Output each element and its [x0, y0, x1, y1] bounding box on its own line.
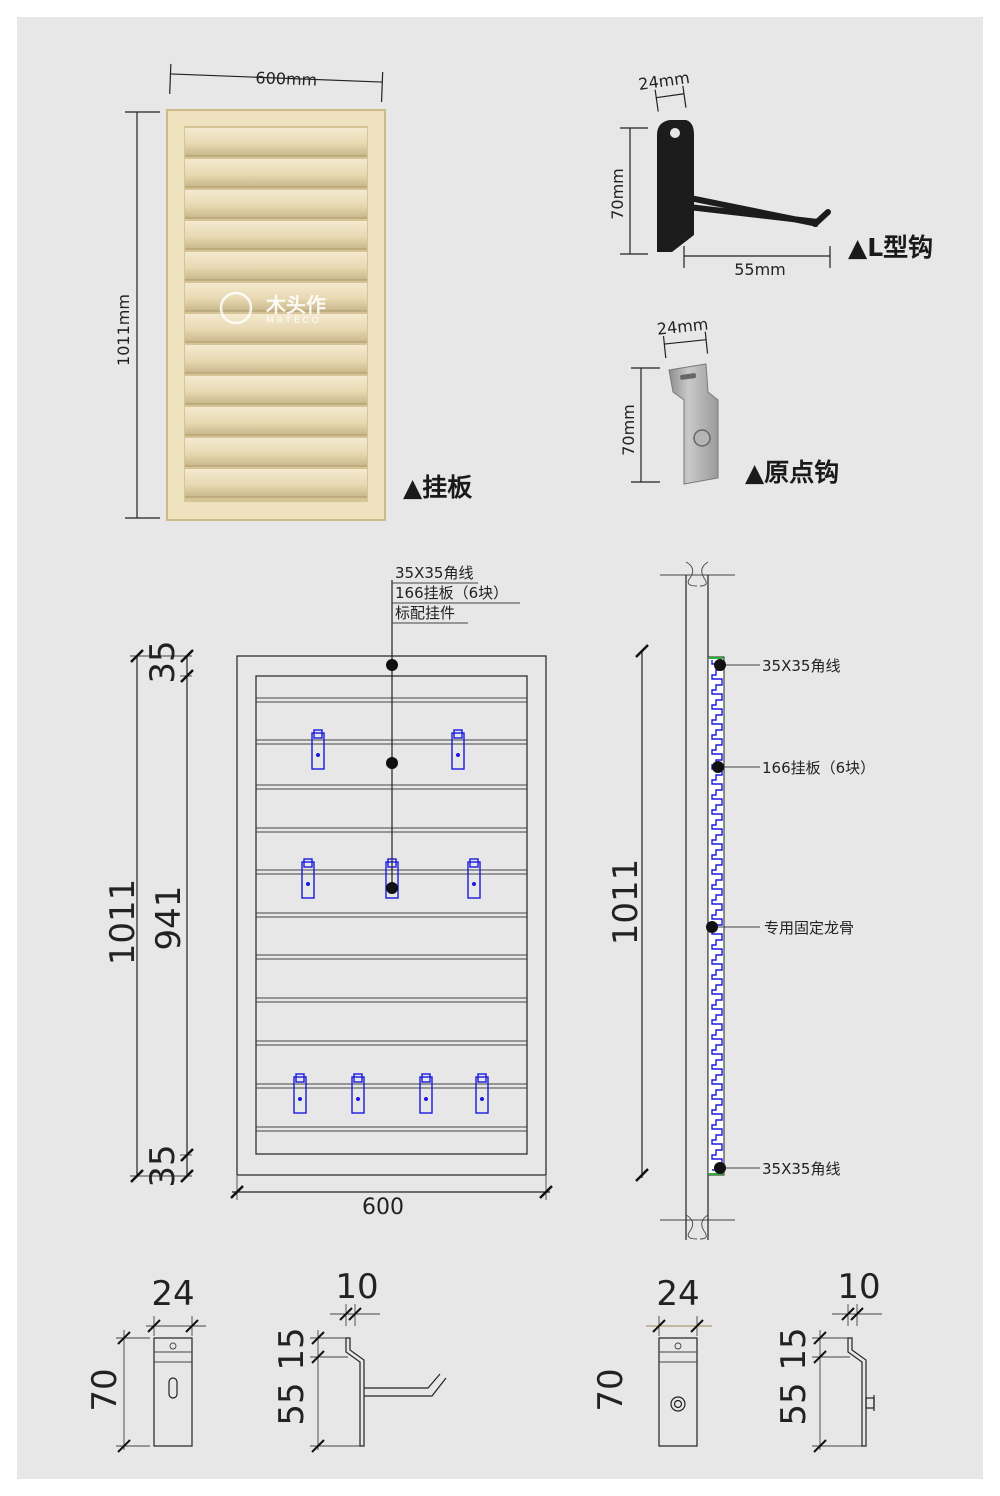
l-hook-length-label: 55mm [734, 260, 786, 279]
dot-hook-photo [668, 363, 719, 485]
panel-plank [185, 469, 367, 497]
side-height-dim: 1011 [606, 644, 649, 1182]
front-width-dim: 600 [230, 1176, 553, 1220]
panel-width-dim: 600mm [169, 63, 384, 103]
detail-l-front: 24 70 [85, 1274, 206, 1453]
front-callout-3: 标配挂件 [395, 604, 455, 622]
detail-dot-front-w: 24 [656, 1274, 699, 1314]
side-callout-4: 35X35角线 [762, 1160, 840, 1178]
front-height-dims: 35 35 1011 941 [103, 640, 194, 1188]
front-callout-1: 35X35角线 [395, 564, 473, 582]
side-dot-top-trim [714, 659, 726, 671]
detail-l-side: 10 15 55 [272, 1267, 447, 1453]
l-hook-height-label: 70mm [608, 168, 627, 220]
dim-width: 600 [362, 1195, 404, 1220]
l-hook-length-dim: 55mm [683, 246, 831, 279]
detail-dot-front: 24 70 [591, 1274, 712, 1447]
side-callout-3: 专用固定龙骨 [764, 919, 854, 937]
front-hook [419, 1073, 433, 1114]
detail-dot-front-h: 70 [591, 1368, 631, 1411]
detail-l-front-w: 24 [151, 1274, 194, 1314]
l-hook-height-dim: 70mm [608, 127, 648, 255]
logo-cn: 木头作 [265, 293, 326, 317]
front-drawing: 35X35角线 166挂板（6块） 标配挂件 [236, 564, 547, 1176]
side-dot-plank [712, 761, 724, 773]
callout-dot-trim [386, 659, 398, 671]
front-hook [467, 858, 481, 899]
panel-logo: 木头作 MRTECO [219, 291, 326, 326]
front-hook [293, 1073, 307, 1114]
logo-icon [219, 291, 253, 325]
panel-plank [185, 407, 367, 435]
front-hook [311, 729, 325, 770]
l-hook-width-label: 24mm [637, 68, 691, 94]
side-drawing: 35X35角线 166挂板（6块） 专用固定龙骨 35X35角线 [660, 561, 875, 1240]
panel-height-dim: 1011mm [114, 111, 160, 519]
callout-dot-plank [386, 757, 398, 769]
panel-plank [185, 283, 367, 311]
panel-plank [185, 221, 367, 249]
side-dot-keel [706, 921, 718, 933]
panel-plank [185, 159, 367, 187]
side-callout-2: 166挂板（6块） [762, 759, 875, 777]
dot-hook-product-label: ▲原点钩 [745, 458, 839, 487]
panel-plank [185, 128, 367, 156]
panel-width-label: 600mm [255, 68, 317, 89]
panel-product-label: ▲挂板 [403, 473, 472, 502]
detail-dot-side: 10 15 55 [774, 1267, 882, 1453]
dim-bottom-border: 35 [143, 1144, 183, 1187]
front-callout-2: 166挂板（6块） [395, 584, 508, 602]
panel-plank [185, 345, 367, 373]
dim-total-height: 1011 [103, 879, 143, 966]
dot-hook-height-dim: 70mm [619, 367, 660, 483]
dim-inner-height: 941 [149, 886, 189, 951]
side-callout-1: 35X35角线 [762, 657, 840, 675]
panel-plank [185, 190, 367, 218]
dim-top-border: 35 [143, 640, 183, 683]
l-hook-width-dim: 24mm [637, 68, 691, 112]
detail-l-front-h: 70 [85, 1368, 125, 1411]
callout-dot-hook [386, 882, 398, 894]
detail-l-side-a: 15 [272, 1327, 312, 1370]
front-hook [301, 858, 315, 899]
panel-plank [185, 438, 367, 466]
dot-hook-height-label: 70mm [619, 404, 638, 456]
panel-plank [185, 314, 367, 342]
panel-plank [185, 252, 367, 280]
front-hook [451, 729, 465, 770]
logo-en: MRTECO [266, 316, 322, 326]
detail-l-side-top: 10 [335, 1267, 378, 1307]
panel-plank [185, 376, 367, 404]
detail-l-side-b: 55 [272, 1382, 312, 1425]
detail-dot-side-b: 55 [774, 1382, 814, 1425]
front-hook [475, 1073, 489, 1114]
detail-dot-side-top: 10 [837, 1267, 880, 1307]
front-hook [351, 1073, 365, 1114]
l-hook-product-label: ▲L型钩 [848, 233, 933, 262]
side-dim-height: 1011 [606, 859, 646, 946]
dot-hook-width-label: 24mm [656, 314, 709, 338]
detail-dot-side-a: 15 [774, 1327, 814, 1370]
panel-height-label: 1011mm [114, 294, 133, 366]
l-hook-photo [657, 120, 831, 252]
panel-photo [166, 109, 386, 521]
side-dot-bottom-trim [714, 1162, 726, 1174]
dot-hook-width-dim: 24mm [656, 314, 709, 359]
